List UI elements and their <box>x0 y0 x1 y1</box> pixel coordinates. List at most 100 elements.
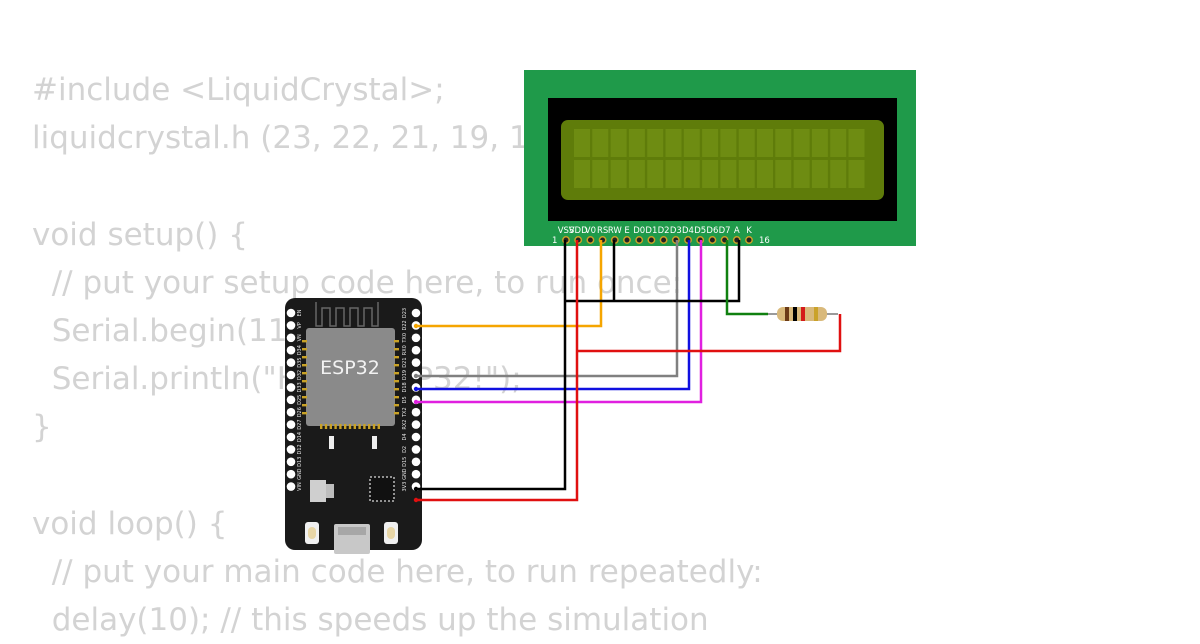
esp32-pin-left[interactable] <box>286 358 296 367</box>
lcd-cell <box>811 160 828 188</box>
esp32-pin-left[interactable] <box>286 420 296 429</box>
voltage-regulator <box>310 480 326 502</box>
esp32-pin-right[interactable] <box>411 333 421 343</box>
module-pad <box>320 424 323 429</box>
esp32-pin-left[interactable] <box>286 469 296 479</box>
module-pad <box>394 412 399 415</box>
esp32-pin-right[interactable] <box>411 469 421 479</box>
wires <box>416 240 842 502</box>
esp32-pin-left[interactable] <box>286 445 296 454</box>
esp32-pin-left[interactable] <box>286 457 296 467</box>
lcd-cell <box>665 129 682 157</box>
esp32-pin-left[interactable] <box>286 482 296 491</box>
esp32-pin-label-left: VP <box>297 322 303 328</box>
lcd-pin[interactable] <box>635 236 644 244</box>
lcd-pin[interactable] <box>708 236 717 244</box>
lcd-pin[interactable] <box>745 236 753 244</box>
module-pad <box>394 388 399 391</box>
module-pad <box>302 356 307 359</box>
module-pad <box>394 364 399 367</box>
smd-component-1 <box>329 436 334 449</box>
esp32-pin-label-left: D32 <box>297 370 303 380</box>
module-pad <box>302 404 307 407</box>
wire-d5[interactable] <box>416 240 691 391</box>
esp32-pin-label-left: D35 <box>297 357 303 367</box>
module-pad <box>372 424 376 429</box>
wire-vdd-branch[interactable] <box>577 314 842 353</box>
esp32-pin-label-left: D14 <box>297 432 303 442</box>
lcd-pin-label: E <box>624 226 629 236</box>
esp32-board[interactable]: ESP32 ENVPVND34D35D32D33D25D26D27D14D12D… <box>285 298 422 554</box>
esp32-pin-right[interactable] <box>411 457 421 467</box>
esp32-pin-left[interactable] <box>286 321 296 330</box>
esp32-pin-right[interactable] <box>411 407 421 417</box>
lcd-cell <box>628 129 645 157</box>
esp32-pin-label-right: D19 <box>402 370 408 380</box>
esp32-pin-right[interactable] <box>411 420 421 429</box>
resistor[interactable] <box>766 307 838 321</box>
wire-d6[interactable] <box>416 240 703 404</box>
esp32-pin-label-left: VIN <box>297 482 303 491</box>
esp32-pin-left[interactable] <box>286 395 296 405</box>
lcd-cell <box>757 129 773 157</box>
esp32-pin-left[interactable] <box>286 407 296 417</box>
esp32-pin-label-left: GND <box>297 468 303 480</box>
esp32-pin-left[interactable] <box>286 432 296 442</box>
esp32-pin-label-right: D18 <box>402 382 408 392</box>
module-pad <box>358 424 361 429</box>
esp32-pin-label-right: D2 <box>402 446 408 453</box>
lcd-cell <box>811 129 828 157</box>
wire-gnd[interactable] <box>416 240 567 491</box>
esp32-pin-right[interactable] <box>411 358 421 367</box>
esp32-pin-label-left: D33 <box>297 382 303 392</box>
esp32-pin-right[interactable] <box>411 345 421 355</box>
lcd-cell <box>683 160 700 188</box>
esp32-pin-label-right: D23 <box>402 308 408 318</box>
wire-backlight[interactable] <box>725 240 768 316</box>
esp32-pin-left[interactable] <box>286 308 296 318</box>
esp32-pin-label-right: RX0 <box>402 345 408 355</box>
lcd-pin-label: VDD <box>569 226 588 236</box>
usb-uart-chip <box>369 476 395 502</box>
esp32-pin-right[interactable] <box>411 445 421 454</box>
esp32-pin-right[interactable] <box>411 308 421 318</box>
lcd-pin-label: D6 <box>706 226 718 236</box>
lcd-pin[interactable] <box>623 236 631 244</box>
module-pad <box>348 424 352 429</box>
esp32-pin-left[interactable] <box>286 370 296 380</box>
lcd-character-cells <box>574 129 865 188</box>
lcd-cell <box>647 129 664 157</box>
wire-gnd-branch[interactable] <box>565 240 741 303</box>
esp32-pin-label-right: D21 <box>402 357 408 367</box>
esp32-pin-left[interactable] <box>286 333 296 343</box>
esp32-pin-right[interactable] <box>411 432 421 442</box>
esp32-chip-label: ESP32 <box>320 357 380 379</box>
module-pad <box>344 424 347 429</box>
module-pad <box>394 404 399 407</box>
wire-vdd[interactable] <box>416 240 579 502</box>
lcd-pin[interactable] <box>659 236 668 244</box>
lcd-cell <box>830 129 847 157</box>
esp32-pin-left[interactable] <box>286 383 296 392</box>
code-line: } <box>32 409 52 446</box>
esp32-pin-label-right: D15 <box>402 457 408 467</box>
resistor-band-4 <box>814 307 818 321</box>
esp32-pin-label-left: D25 <box>297 395 303 405</box>
lcd-cell <box>848 160 865 188</box>
esp32-pin-label-left: D27 <box>297 419 303 429</box>
esp32-pin-label-left: D26 <box>297 407 303 417</box>
esp32-pin-left[interactable] <box>286 345 296 355</box>
module-pad <box>353 424 356 429</box>
code-line: #include <LiquidCrystal>; <box>32 72 445 108</box>
module-pads <box>302 340 399 429</box>
wire-d4[interactable] <box>416 240 679 378</box>
esp32-pin-label-right: D4 <box>402 433 408 440</box>
lcd-pin[interactable] <box>647 236 656 244</box>
lcd-cell <box>775 160 792 188</box>
code-line: // put your setup code here, to run once… <box>32 264 683 301</box>
lcd-cell <box>702 129 719 157</box>
lcd-pin-label: D5 <box>694 226 706 236</box>
lcd-pin[interactable] <box>586 236 595 244</box>
wire-rs[interactable] <box>416 240 603 328</box>
